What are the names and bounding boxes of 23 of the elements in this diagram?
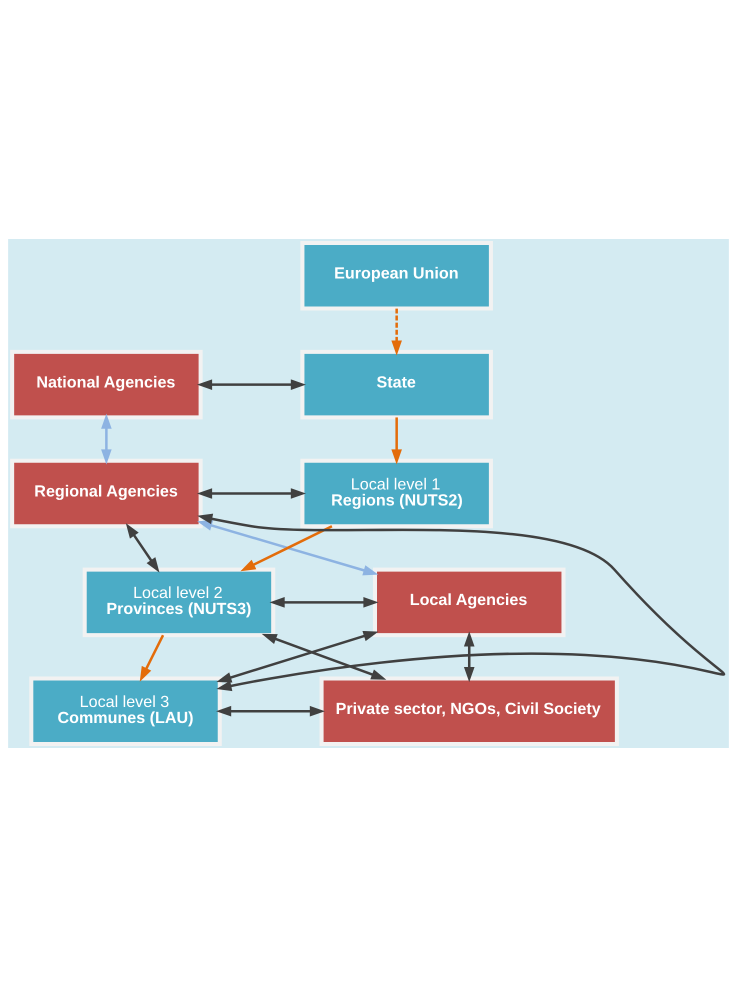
arrow bbox=[270, 597, 379, 608]
node-box: Local level 3 Communes (LAU) bbox=[29, 676, 222, 746]
node-box: National Agencies bbox=[10, 350, 203, 420]
node-box: Local level 2 Provinces (NUTS3) bbox=[82, 568, 276, 638]
arrow bbox=[262, 634, 386, 680]
arrow bbox=[391, 308, 402, 356]
arrow bbox=[216, 706, 325, 717]
arrow bbox=[140, 634, 164, 682]
arrow bbox=[197, 520, 378, 576]
arrow bbox=[196, 379, 306, 390]
arrow bbox=[101, 414, 112, 464]
arrow bbox=[196, 488, 306, 499]
node-box: Local Agencies bbox=[372, 568, 566, 638]
arrow bbox=[216, 631, 378, 683]
arrow bbox=[126, 523, 160, 573]
node-box: State bbox=[300, 350, 493, 420]
arrow bbox=[240, 525, 332, 572]
arrow bbox=[391, 417, 402, 464]
arrow bbox=[464, 631, 475, 682]
node-box: Local level 1 Regions (NUTS2) bbox=[300, 458, 493, 528]
node-box: Private sector, NGOs, Civil Society bbox=[320, 676, 619, 746]
node-box: Regional Agencies bbox=[10, 458, 203, 528]
node-box: European Union bbox=[300, 241, 493, 311]
